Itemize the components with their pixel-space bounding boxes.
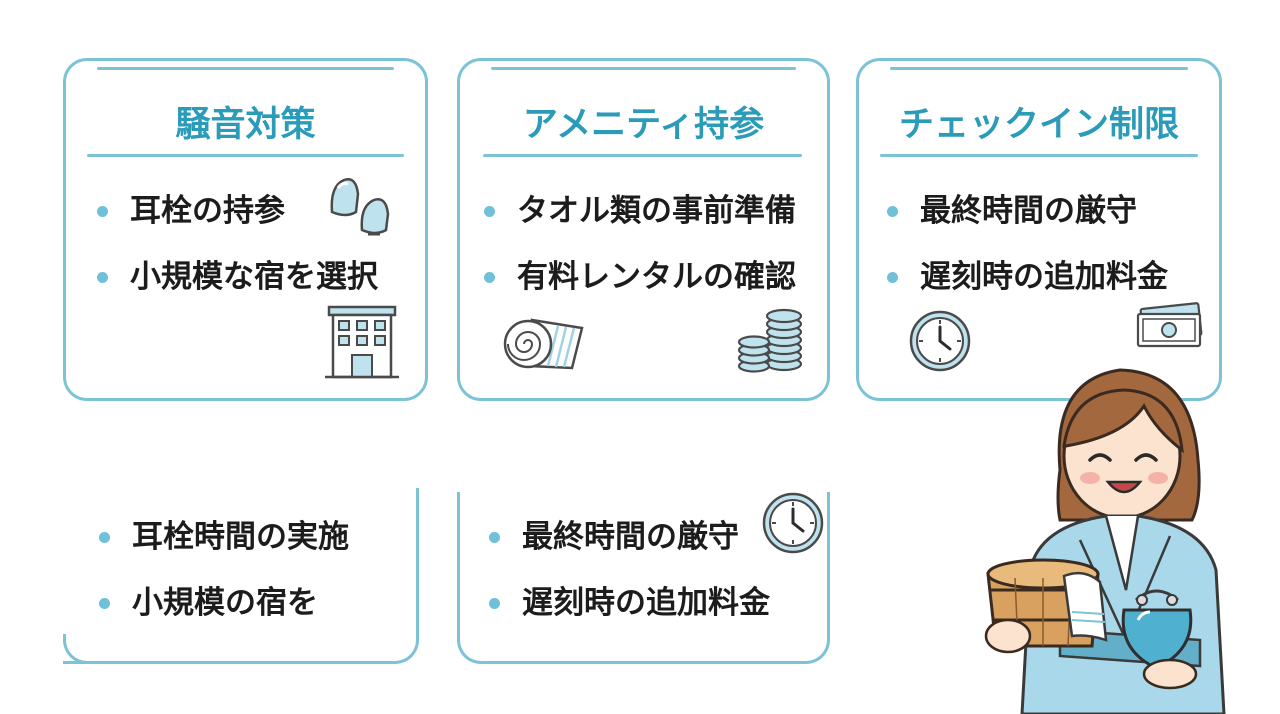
card-partial-left <box>63 488 419 664</box>
list-item: 耳栓の持参 <box>94 178 378 244</box>
list-item: 遅刻時の追加料金 <box>884 244 1168 310</box>
clock-icon <box>762 492 824 554</box>
card-item-list: 最終時間の厳守 遅刻時の追加料金 <box>884 178 1168 310</box>
card-item-list: タオル類の事前準備 有料レンタルの確認 <box>481 178 796 310</box>
building-icon <box>325 305 399 379</box>
towel-roll-icon <box>503 318 584 370</box>
card-title-noise: 騒音対策 <box>175 105 316 145</box>
towel-icon <box>1062 571 1108 642</box>
list-item: 有料レンタルの確認 <box>481 244 796 310</box>
card-title-divider <box>483 154 802 157</box>
coins-stack-icon <box>737 308 803 373</box>
card-top-accent-line <box>491 67 796 70</box>
list-item: 遅刻時の追加料金 <box>486 570 770 636</box>
list-item: 小規模な宿を選択 <box>94 244 378 310</box>
list-item: 小規模の宿を <box>96 570 349 636</box>
banknotes-icon <box>1136 302 1203 348</box>
list-item: 最終時間の厳守 <box>486 504 770 570</box>
list-item: 耳栓時間の実施 <box>96 504 349 570</box>
card-partial-left-corner <box>63 634 103 664</box>
card-item-list: 耳栓時間の実施 小規模の宿を <box>96 504 349 636</box>
card-item-list: 耳栓の持参 小規模な宿を選択 <box>94 178 378 310</box>
clock-icon <box>909 310 971 372</box>
card-top-accent-line <box>97 67 394 70</box>
card-title-divider <box>87 154 404 157</box>
list-item: タオル類の事前準備 <box>481 178 796 244</box>
card-item-list: 最終時間の厳守 遅刻時の追加料金 <box>486 504 770 636</box>
card-title-checkin: チェックイン制限 <box>898 105 1179 145</box>
woman-in-yukata-icon <box>984 368 1226 714</box>
card-top-accent-line <box>890 67 1188 70</box>
list-item: 最終時間の厳守 <box>884 178 1168 244</box>
card-partial-middle <box>457 492 830 664</box>
card-title-divider <box>880 154 1198 157</box>
earplugs-icon <box>330 178 390 236</box>
card-title-amenities: アメニティ持参 <box>522 105 765 145</box>
